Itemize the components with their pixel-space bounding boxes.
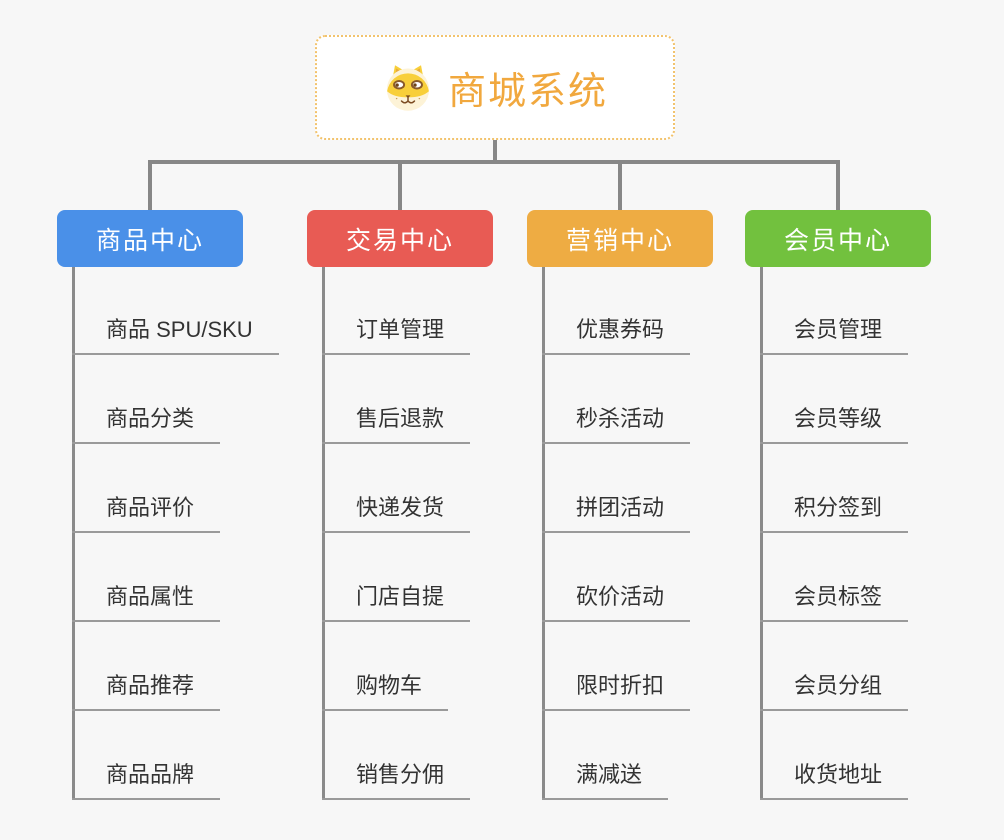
branch-items: 商品 SPU/SKU 商品分类 商品评价 商品属性 商品推荐 商品品牌 bbox=[72, 266, 279, 800]
leaf-node[interactable]: 门店自提 bbox=[322, 533, 471, 622]
branch-items: 优惠券码 秒杀活动 拼团活动 砍价活动 限时折扣 满减送 bbox=[542, 266, 691, 800]
branch-header-product-center[interactable]: 商品中心 bbox=[57, 210, 243, 267]
branch-trunk-line bbox=[760, 267, 763, 800]
branch-trade-center: 交易中心 订单管理 售后退款 快递发货 门店自提 购物车 销售分佣 bbox=[307, 210, 557, 840]
leaf-node[interactable]: 会员标签 bbox=[760, 533, 909, 622]
leaf-node[interactable]: 商品评价 bbox=[72, 444, 221, 533]
dog-face-icon bbox=[382, 62, 434, 114]
leaf-node[interactable]: 快递发货 bbox=[322, 444, 471, 533]
leaf-node[interactable]: 销售分佣 bbox=[322, 711, 471, 800]
leaf-node[interactable]: 商品属性 bbox=[72, 533, 221, 622]
branch-header-label: 会员中心 bbox=[783, 226, 892, 255]
branch-header-marketing-center[interactable]: 营销中心 bbox=[527, 210, 713, 267]
leaf-node[interactable]: 会员管理 bbox=[760, 266, 909, 355]
leaf-node[interactable]: 优惠券码 bbox=[542, 266, 691, 355]
root-node[interactable]: 商城系统 bbox=[315, 35, 675, 140]
leaf-node[interactable]: 购物车 bbox=[322, 622, 449, 711]
branch-header-label: 营销中心 bbox=[565, 226, 674, 255]
branch-marketing-center: 营销中心 优惠券码 秒杀活动 拼团活动 砍价活动 限时折扣 满减送 bbox=[527, 210, 777, 840]
branch-product-center: 商品中心 商品 SPU/SKU 商品分类 商品评价 商品属性 商品推荐 商品品牌 bbox=[57, 210, 307, 840]
leaf-node[interactable]: 会员等级 bbox=[760, 355, 909, 444]
branch-header-trade-center[interactable]: 交易中心 bbox=[307, 210, 493, 267]
root-title: 商城系统 bbox=[447, 71, 608, 113]
leaf-node[interactable]: 订单管理 bbox=[322, 266, 471, 355]
leaf-node[interactable]: 拼团活动 bbox=[542, 444, 691, 533]
branch-items: 会员管理 会员等级 积分签到 会员标签 会员分组 收货地址 bbox=[760, 266, 909, 800]
branch-trunk-line bbox=[72, 267, 75, 800]
connector-drop-branch-2 bbox=[618, 160, 622, 212]
leaf-node[interactable]: 商品品牌 bbox=[72, 711, 221, 800]
leaf-node[interactable]: 商品 SPU/SKU bbox=[72, 266, 279, 355]
branch-header-label: 交易中心 bbox=[345, 226, 454, 255]
leaf-node[interactable]: 限时折扣 bbox=[542, 622, 691, 711]
branch-trunk-line bbox=[542, 267, 545, 800]
leaf-node[interactable]: 满减送 bbox=[542, 711, 669, 800]
leaf-node[interactable]: 积分签到 bbox=[760, 444, 909, 533]
connector-drop-branch-1 bbox=[398, 160, 402, 212]
connector-root-drop bbox=[493, 140, 497, 164]
leaf-node[interactable]: 商品分类 bbox=[72, 355, 221, 444]
connector-horizontal bbox=[148, 160, 840, 164]
branch-header-label: 商品中心 bbox=[95, 226, 204, 255]
leaf-node[interactable]: 秒杀活动 bbox=[542, 355, 691, 444]
branch-items: 订单管理 售后退款 快递发货 门店自提 购物车 销售分佣 bbox=[322, 266, 471, 800]
leaf-node[interactable]: 商品推荐 bbox=[72, 622, 221, 711]
leaf-node[interactable]: 会员分组 bbox=[760, 622, 909, 711]
branch-header-member-center[interactable]: 会员中心 bbox=[745, 210, 931, 267]
leaf-node[interactable]: 砍价活动 bbox=[542, 533, 691, 622]
branch-trunk-line bbox=[322, 267, 325, 800]
connector-drop-branch-0 bbox=[148, 160, 152, 212]
connector-drop-branch-3 bbox=[836, 160, 840, 212]
leaf-node[interactable]: 收货地址 bbox=[760, 711, 909, 800]
branch-member-center: 会员中心 会员管理 会员等级 积分签到 会员标签 会员分组 收货地址 bbox=[745, 210, 995, 840]
leaf-node[interactable]: 售后退款 bbox=[322, 355, 471, 444]
